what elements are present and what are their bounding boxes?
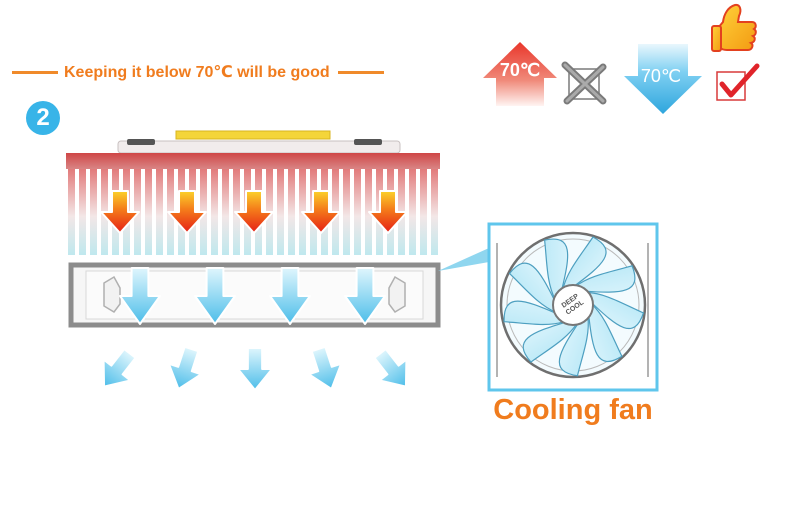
fan-blade xyxy=(508,262,557,313)
exhaust-arrow xyxy=(102,348,137,388)
fan-caption: Cooling fan xyxy=(493,394,653,426)
heat-flow-arrows xyxy=(100,190,408,234)
heat-arrow xyxy=(301,190,341,234)
airflow-arrow xyxy=(194,267,236,325)
fin xyxy=(156,169,163,255)
fin xyxy=(343,169,350,255)
airflow-arrow xyxy=(344,267,386,325)
exhaust-arrow-shape xyxy=(373,348,408,388)
headline-rule-right xyxy=(337,70,384,74)
callout-connector xyxy=(438,248,489,271)
fan-blade xyxy=(586,291,645,330)
headline-rule-left xyxy=(12,70,58,74)
exhaust-arrow-shape xyxy=(102,348,137,388)
heat-arrow xyxy=(100,190,140,234)
fin xyxy=(145,169,152,255)
exhaust-arrow-shape xyxy=(307,345,343,390)
fin xyxy=(288,169,295,255)
fan-blade xyxy=(503,300,566,326)
exhaust-arrow-shape xyxy=(167,345,203,390)
airflow-arrows xyxy=(119,267,386,325)
hot-temperature-arrow xyxy=(483,42,557,106)
exhaust-arrow xyxy=(167,345,203,390)
fin xyxy=(420,169,427,255)
check-icon xyxy=(716,63,760,101)
heat-arrow xyxy=(234,190,274,234)
fan-blade xyxy=(574,265,636,293)
fan-blade xyxy=(543,238,569,301)
exhaust-arrow xyxy=(373,348,408,388)
heat-arrow xyxy=(368,190,408,234)
airflow-arrow xyxy=(119,267,161,325)
fin xyxy=(68,169,75,255)
cold-temperature-arrow xyxy=(624,44,702,114)
headline: Keeping it below 70℃ will be good xyxy=(12,58,452,86)
hot-temperature-label: 70℃ xyxy=(499,60,541,80)
fan-blade xyxy=(562,236,607,290)
cooling-fan-illustration: DEEPCOOL xyxy=(487,222,659,392)
fin xyxy=(222,169,229,255)
heat-arrow xyxy=(167,190,207,234)
fin xyxy=(409,169,416,255)
fan-blade xyxy=(522,321,578,363)
fan-blade xyxy=(558,315,589,377)
exhaust-arrows xyxy=(102,345,408,391)
airflow-arrow xyxy=(269,267,311,325)
fin xyxy=(354,169,361,255)
fin xyxy=(431,169,438,255)
fin xyxy=(90,169,97,255)
cross-icon xyxy=(561,61,607,105)
cold-temperature-label: 70℃ xyxy=(640,66,682,86)
cpu-contact-plate xyxy=(117,130,401,154)
exhaust-arrow xyxy=(237,347,273,391)
fan-blade xyxy=(587,303,623,363)
step-number-badge: 2 xyxy=(26,101,60,135)
fin xyxy=(211,169,218,255)
fin xyxy=(79,169,86,255)
fin xyxy=(277,169,284,255)
exhaust-arrow xyxy=(307,345,343,390)
headline-text: Keeping it below 70℃ will be good xyxy=(64,64,330,81)
thumbs-up-icon xyxy=(711,3,757,52)
exhaust-arrow-shape xyxy=(237,347,273,391)
